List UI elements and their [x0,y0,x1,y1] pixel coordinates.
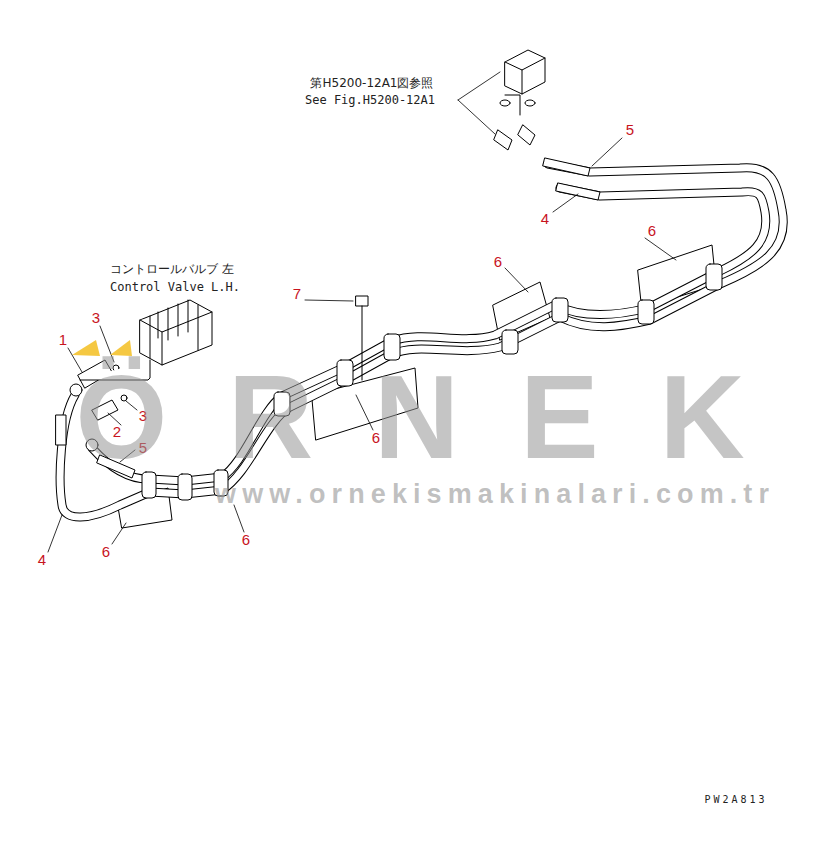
drawing-code: PW2A813 [704,794,767,806]
callout-number: 3 [92,309,100,326]
watermark-url: www.ornekismakinalari.com.tr [209,479,775,510]
callout-number: 1 [59,331,67,348]
callout-number: 4 [541,210,549,227]
watermark: ÖRNEK [15,350,806,486]
reference-note: See Fig.H5200-12A1 [305,94,435,108]
callout-number: 5 [626,121,634,138]
callout-number: 6 [102,543,110,560]
callout-number: 6 [242,531,250,548]
callout-number: 7 [293,285,301,302]
callout-number: 6 [648,222,656,239]
part-title: コントロールバルブ 左 [110,263,234,277]
callout-number: 6 [494,253,502,270]
reference-note: 第H5200-12A1図参照 [310,77,433,91]
callout-number: 4 [38,551,46,568]
part-title: Control Valve L.H. [110,281,240,295]
